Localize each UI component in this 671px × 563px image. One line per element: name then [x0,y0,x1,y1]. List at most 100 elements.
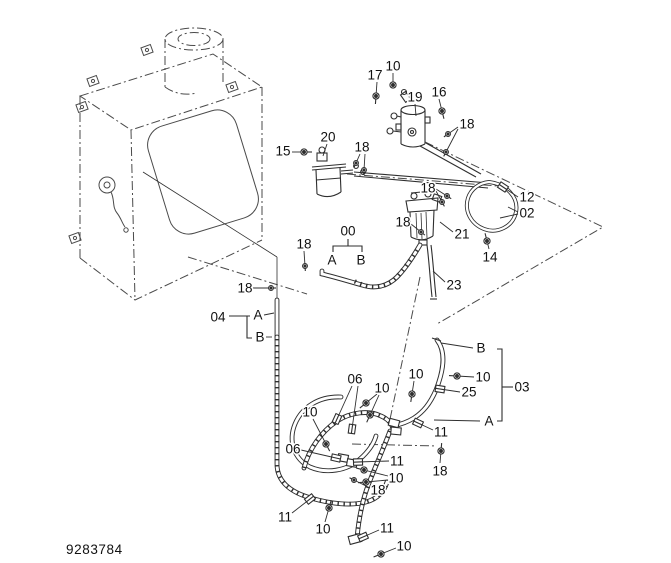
part-callout-label[interactable]: B [475,339,487,357]
fastener-marker-screw [444,193,452,200]
part-callout-label[interactable]: 06 [284,440,302,458]
part-callout-label[interactable]: 10 [474,368,492,386]
reference-brackets [229,239,513,422]
fastener-marker-bolt [359,399,370,409]
leader-line [433,419,481,422]
fastener-marker-bolt [357,478,370,486]
leader-line [353,479,371,489]
leader-line [365,479,389,483]
part-callout-label[interactable]: 11 [432,423,449,441]
part-callout-label[interactable]: 06 [346,370,364,388]
fastener-marker-screw [302,263,308,272]
part-callout-label[interactable]: 14 [481,248,500,266]
drawing-number: 9283784 [66,542,123,557]
part-callout-label[interactable]: 04 [209,308,228,326]
part-callout-label[interactable]: 17 [366,66,384,84]
leader-line [300,449,337,459]
part-callout-label[interactable]: 18 [419,179,437,197]
fastener-marker-bolt [437,442,445,455]
tank-mount-brackets [68,43,239,245]
leader-line [322,143,328,157]
part-callout-label[interactable]: 00 [339,222,357,240]
fastener-marker-screw [418,229,426,236]
part-callout-label[interactable]: 23 [445,276,463,294]
part-callout-label[interactable]: 10 [373,379,391,397]
leader-line [499,213,519,219]
part-callout-label[interactable]: A [483,412,495,430]
part-callout-label[interactable]: 02 [518,204,536,222]
leader-line [439,221,454,233]
leader-line [336,385,353,420]
part-callout-label[interactable]: 25 [460,383,478,401]
part-callout-label[interactable]: 18 [295,235,313,253]
projection-lines [187,141,605,447]
part-callout-label[interactable]: A [252,306,264,324]
water-separator-21 [405,190,443,246]
fastener-marker-clamp [411,417,425,429]
leader-line [445,128,459,153]
part-callout-label[interactable]: 16 [430,83,448,101]
part-callout-label[interactable]: B [355,251,367,269]
fastener-marker-bolt [322,440,331,452]
part-callout-label[interactable]: 03 [513,378,531,396]
part-callout-label[interactable]: B [254,328,266,346]
part-callout-label[interactable]: 15 [274,142,292,160]
fastener-marker-bolt [372,92,380,105]
fastener-marker-bolt [366,411,374,423]
fastener-marker-screw [439,199,445,207]
leader-line [369,394,380,416]
fastener-marker-bolt [408,390,416,402]
fastener-marker-clamp [434,384,446,394]
fastener-marker-clamp [352,458,364,466]
part-callout-label[interactable]: 19 [406,88,424,106]
part-callout-label[interactable]: 21 [453,225,471,243]
fastener-marker-clamp [347,423,357,435]
hose-03 [390,337,446,429]
part-callout-label[interactable]: 10 [384,57,402,75]
fuel-tank-phantom [68,27,264,301]
part-callout-label[interactable]: 11 [388,452,405,470]
leader-line [312,418,327,445]
tank-feed-line [142,171,278,258]
fastener-marker-clamp [330,453,342,463]
part-callout-label[interactable]: 10 [395,537,413,555]
leader-line [414,103,417,117]
leader-line [507,206,519,213]
fastener-marker-screw [268,285,276,291]
fastener-marker-bolt [300,148,312,156]
part-callout-label[interactable]: 18 [458,115,476,133]
part-callout-label[interactable]: 11 [276,508,293,526]
priming-pump-19 [386,88,431,148]
fastener-marker-clamp [356,531,370,543]
fastener-marker-bolt [356,466,368,474]
part-callout-label[interactable]: 10 [314,520,332,538]
fastener-marker-bolt [448,372,461,380]
fastener-marker-bolt [438,107,446,119]
part-callout-label[interactable]: 10 [301,403,319,421]
part-callout-label[interactable]: 18 [236,279,254,297]
leader-line [351,385,359,430]
part-callout-label[interactable]: 12 [518,188,536,206]
fuel-tubes [353,142,490,189]
tank-cap-and-chain [98,176,129,233]
part-callout-label[interactable]: 10 [387,469,405,487]
part-callout-label[interactable]: 20 [319,128,337,146]
part-callout-label[interactable]: 18 [394,213,412,231]
part-callout-label[interactable]: 11 [378,519,395,537]
fastener-marker-nut [389,81,397,89]
hose-00 [319,242,423,290]
leader-line [263,312,275,316]
fastener-marker-screw [443,149,449,157]
part-callout-label[interactable]: 18 [369,481,387,499]
part-callout-label[interactable]: A [326,251,338,269]
part-callout-label[interactable]: 18 [431,462,449,480]
part-callout-label[interactable]: 18 [353,138,371,156]
fastener-marker-bolt [325,500,333,512]
part-callout-label[interactable]: 10 [407,365,425,383]
hose-23 [426,244,437,300]
fastener-marker-screw [353,160,359,168]
leader-line [440,342,474,349]
fastener-marker-screw [361,167,367,176]
